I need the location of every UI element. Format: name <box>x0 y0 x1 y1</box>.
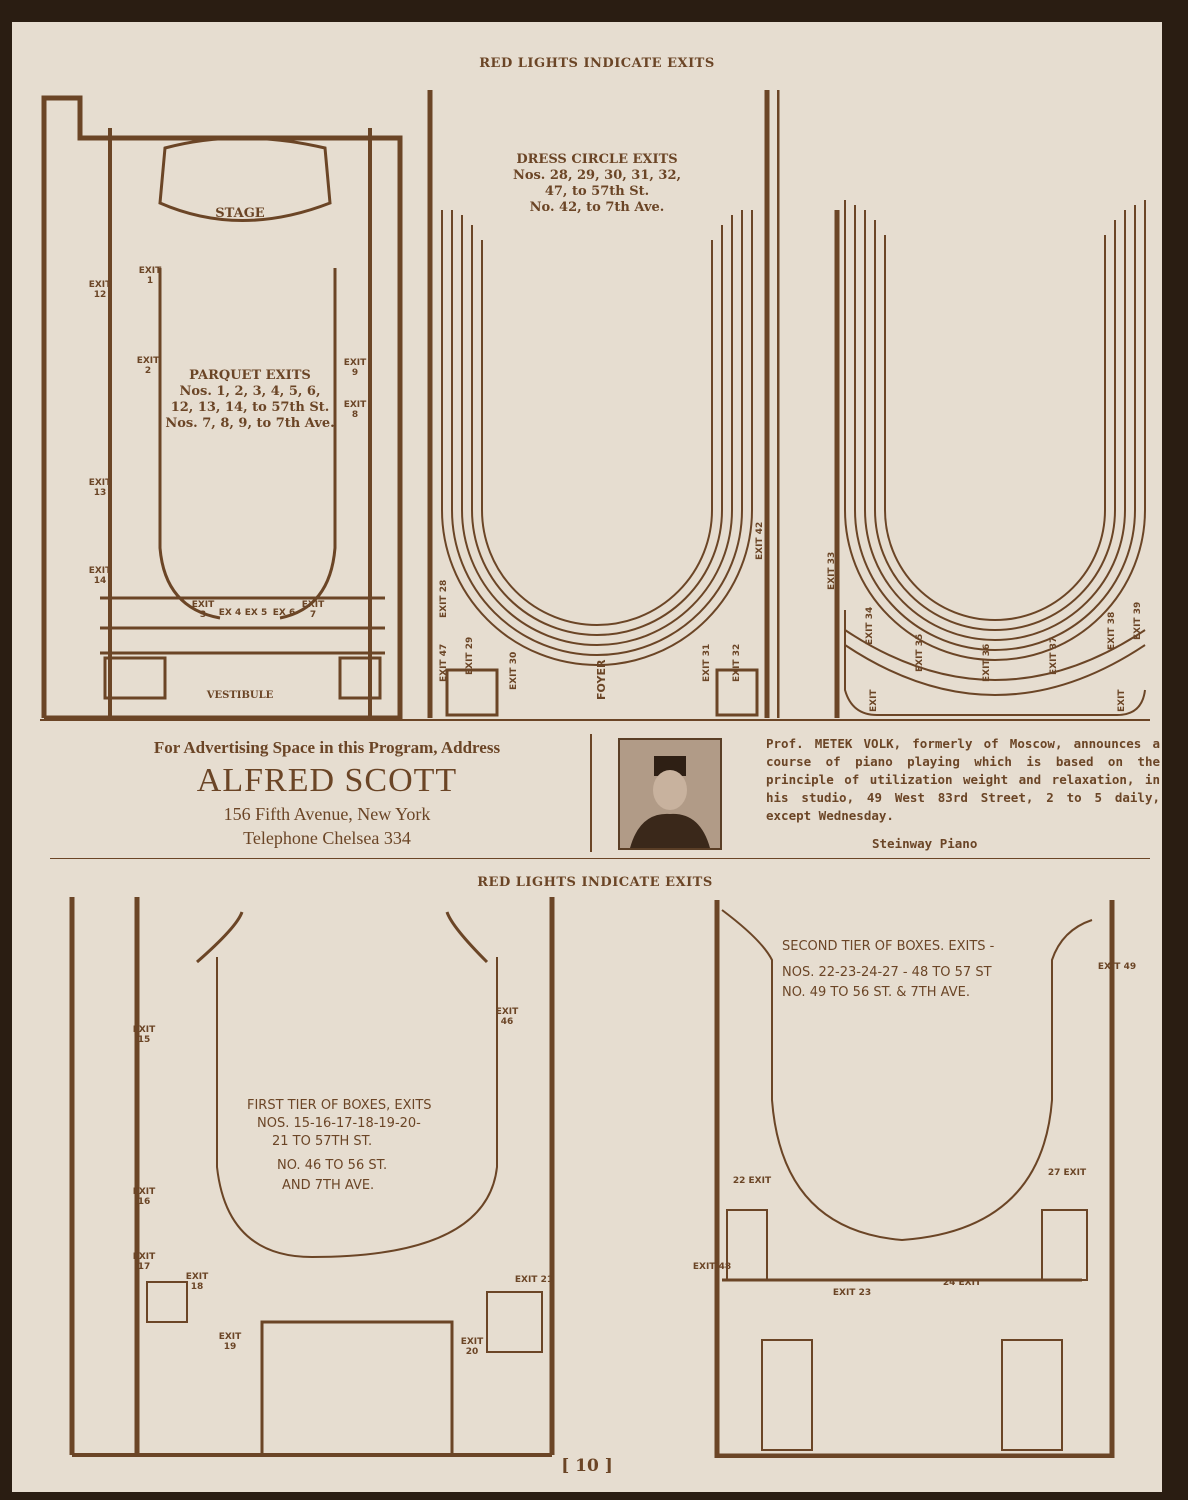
exit-label: EXIT 38 <box>1107 611 1117 650</box>
stage-label: STAGE <box>215 206 265 221</box>
second-tier-plan: SECOND TIER OF BOXES. EXITS - NOS. 22-23… <box>693 900 1152 1458</box>
exit-label: EXIT <box>1117 689 1127 712</box>
exit-label: EXIT 33 <box>827 551 837 590</box>
exit-label: EXIT 36 <box>982 643 992 682</box>
piano-sponsor: Steinway Piano <box>872 836 978 851</box>
divider <box>50 858 1150 859</box>
exit-label: EXIT 20 <box>460 1337 484 1357</box>
balcony-plan: EXIT 33 EXIT 34 EXIT 35 EXIT 36 EXIT 37 … <box>777 90 1152 720</box>
foyer-label: FOYER <box>595 659 608 700</box>
exit-label: EXIT 1 <box>138 266 162 286</box>
exit-label: EXIT 14 <box>88 566 112 586</box>
exit-label: EXIT 28 <box>439 579 449 618</box>
second-tier-line: SECOND TIER OF BOXES. EXITS - <box>782 939 995 954</box>
exit-label: EXIT 16 <box>132 1187 156 1207</box>
divider <box>40 719 1150 721</box>
exit-label: EXIT 35 <box>915 633 925 672</box>
exit-label: EXIT 49 <box>1097 962 1137 972</box>
exit-label: EXIT 31 <box>702 643 712 682</box>
ad-phone: Telephone Chelsea 334 <box>243 828 411 848</box>
first-tier-line: AND 7TH AVE. <box>282 1178 375 1193</box>
exit-label: EXIT 47 <box>439 643 449 682</box>
exit-label: EXIT 19 <box>218 1332 242 1352</box>
exit-label: EXIT 42 <box>755 521 765 560</box>
exit-label: EXIT 13 <box>88 478 112 498</box>
exit-label: EXIT 21 <box>514 1275 554 1285</box>
top-heading: RED LIGHTS INDICATE EXITS <box>479 56 715 71</box>
dress-circle-plan: DRESS CIRCLE EXITS Nos. 28, 29, 30, 31, … <box>417 90 777 720</box>
exit-label: EXIT 39 <box>1133 601 1143 640</box>
exit-label: EXIT 34 <box>865 606 875 645</box>
portrait-photo <box>618 738 722 850</box>
exit-label: EXIT 23 <box>832 1288 872 1298</box>
exit-label: EXIT 32 <box>732 643 742 682</box>
ad-address-line: For Advertising Space in this Program, A… <box>153 738 501 757</box>
exit-label: EXIT 48 <box>692 1262 732 1272</box>
parquet-floor-plan: STAGE PARQUET EXITS Nos. 1, 2, 3, 4, 5, … <box>40 88 415 720</box>
exit-label: 24 EXIT <box>942 1278 982 1288</box>
exit-label: EXIT 29 <box>465 636 475 675</box>
first-tier-line: NO. 46 TO 56 ST. <box>277 1158 388 1173</box>
first-tier-line: FIRST TIER OF BOXES, EXITS <box>247 1098 432 1113</box>
dress-circle-line: No. 42, to 7th Ave. <box>529 200 665 215</box>
ad-street: 156 Fifth Avenue, New York <box>223 804 431 824</box>
exit-label: EXIT <box>869 689 879 712</box>
exit-label: EXIT 8 <box>343 400 367 420</box>
exit-label: 27 EXIT <box>1047 1168 1087 1178</box>
exit-label: EX 6 <box>272 608 296 618</box>
exit-label: EXIT 15 <box>132 1025 156 1045</box>
exit-label: EXIT 30 <box>509 651 519 690</box>
parquet-exits-line: Nos. 1, 2, 3, 4, 5, 6, <box>179 384 321 399</box>
second-tier-line: NOS. 22-23-24-27 - 48 TO 57 ST <box>782 965 992 980</box>
vestibule-label: VESTIBULE <box>206 690 274 701</box>
exit-label: EX 4 <box>218 608 242 618</box>
dress-circle-title: DRESS CIRCLE EXITS <box>516 152 678 167</box>
first-tier-line: 21 TO 57TH ST. <box>272 1134 373 1149</box>
page-number: [ 10 ] <box>561 1456 613 1476</box>
exit-label: EXIT 37 <box>1049 636 1059 675</box>
dress-circle-line: Nos. 28, 29, 30, 31, 32, <box>512 168 682 183</box>
exit-label: EX 5 <box>244 608 268 618</box>
divider <box>590 734 592 852</box>
bottom-heading: RED LIGHTS INDICATE EXITS <box>477 875 713 890</box>
exit-label: EXIT 17 <box>132 1252 156 1272</box>
exit-label: EXIT 9 <box>343 358 367 378</box>
second-tier-line: NO. 49 TO 56 ST. & 7TH AVE. <box>782 985 970 1000</box>
dress-circle-line: 47, to 57th St. <box>544 184 650 199</box>
first-tier-plan: FIRST TIER OF BOXES, EXITS NOS. 15-16-17… <box>57 897 562 1457</box>
program-page: RED LIGHTS INDICATE EXITS STAGE PARQUET … <box>12 22 1162 1492</box>
parquet-exits-line: 12, 13, 14, to 57th St. <box>170 400 330 415</box>
exit-label: EXIT 2 <box>136 356 160 376</box>
parquet-exits-title: PARQUET EXITS <box>189 368 311 383</box>
piano-notice: Prof. METEK VOLK, formerly of Moscow, an… <box>766 736 1160 823</box>
exit-label: EXIT 7 <box>301 600 325 620</box>
ad-name: ALFRED SCOTT <box>196 762 458 799</box>
exit-label: 22 EXIT <box>732 1176 772 1186</box>
exit-label: EXIT 3 <box>191 600 215 620</box>
exit-label: EXIT 18 <box>185 1272 209 1292</box>
exit-label: EXIT 12 <box>88 280 112 300</box>
first-tier-line: NOS. 15-16-17-18-19-20- <box>257 1116 421 1131</box>
parquet-exits-line: Nos. 7, 8, 9, to 7th Ave. <box>165 416 335 431</box>
exit-label: EXIT 46 <box>495 1007 519 1027</box>
